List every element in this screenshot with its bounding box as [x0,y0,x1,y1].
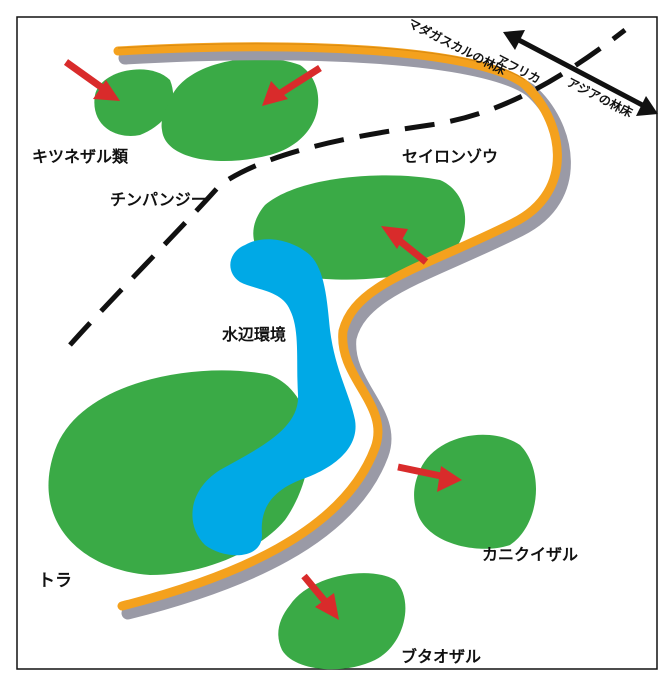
label-crab-macaque: カニクイザル [482,545,578,564]
label-chimpanzee: チンパンジー [110,190,207,209]
label-lemurs: キツネザル類 [32,147,129,166]
label-elephant: セイロンゾウ [402,147,498,166]
label-pig-tailed-macaque: ブタオザル [401,647,481,666]
water-area [192,239,356,556]
habitat-lemurs-small [94,69,174,136]
trail-shadow [118,47,571,620]
region-boundary-line [68,28,627,347]
habitat-crab-macaque [414,434,537,549]
arrow-to-lemurs-large [262,65,322,106]
arrow-to-lemurs-small [63,59,120,101]
habitat-lemurs-large [161,58,319,162]
trail-edge [117,43,526,81]
arrow-to-pig-tailed-macaque [301,573,339,620]
region-direction-arrow [503,30,658,116]
arrow-to-elephant [381,226,429,265]
habitat-pig-tailed-macaque [278,573,406,670]
label-waterside: 水辺環境 [222,325,286,344]
label-tiger: トラ [38,571,72,591]
arrow-to-crab-macaque [397,463,462,492]
